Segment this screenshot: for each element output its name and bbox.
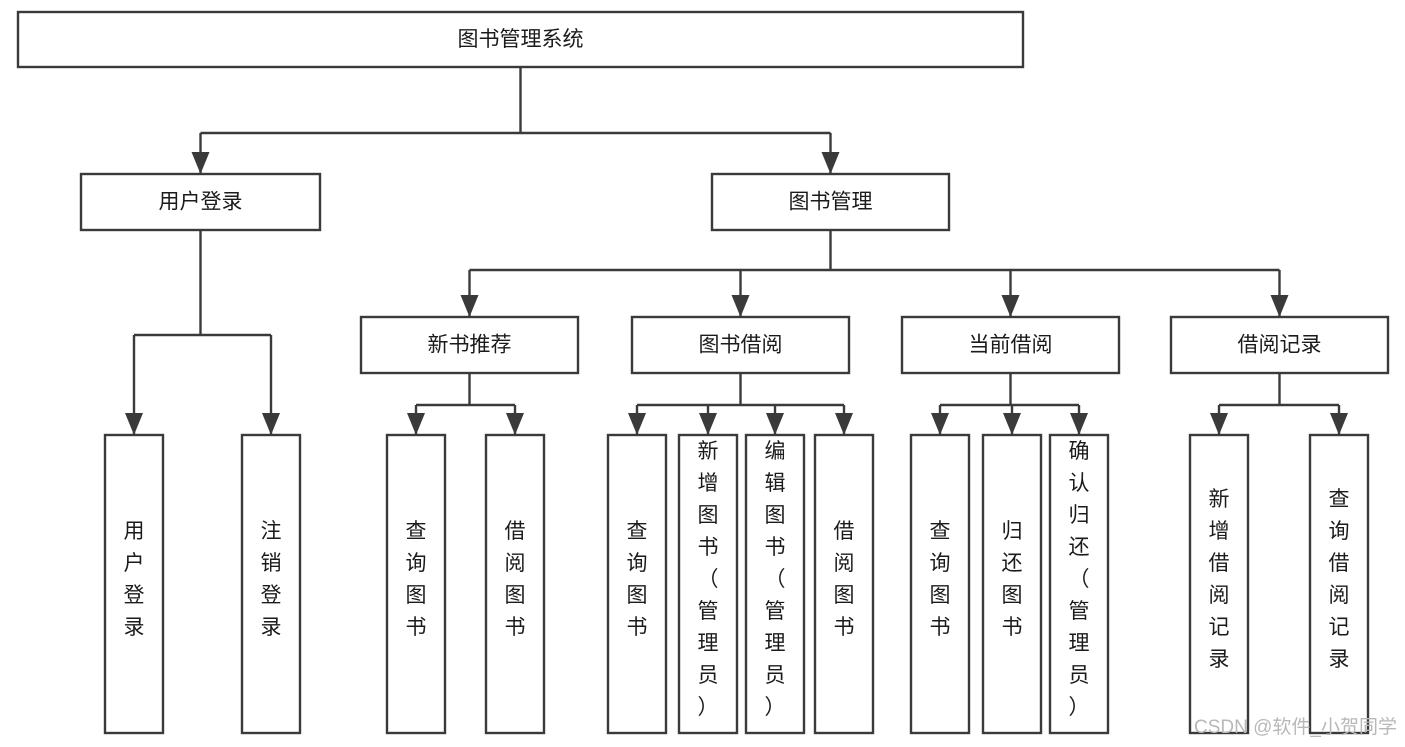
node-leaf-user-logout[interactable]: 注销登录 <box>240 433 302 735</box>
connector-current-borrow-to-leaves <box>931 373 1088 435</box>
connector-book-manage-to-level2 <box>460 230 1289 317</box>
node-current-borrow[interactable]: 当前借阅 <box>900 315 1121 375</box>
node-box-book-borrow[interactable] <box>630 315 851 375</box>
node-leaf-add-book[interactable]: 新增图书（管理员） <box>677 433 739 735</box>
arrow-head-to-leaf-query-book-rec <box>407 413 425 435</box>
arrow-head-to-leaf-add-book <box>699 413 717 435</box>
arrow-head-to-leaf-add-record <box>1210 413 1228 435</box>
node-label-current-borrow: 当前借阅 <box>969 334 1053 357</box>
arrow-head-to-leaf-borrow-book <box>835 413 853 435</box>
node-label-leaf-edit-book: 编辑图书（管理员） <box>765 440 786 719</box>
node-root[interactable]: 图书管理系统 <box>16 10 1025 69</box>
node-label-leaf-borrow-book: 借阅图书 <box>834 520 855 639</box>
arrow-head-to-book-manage <box>821 152 840 174</box>
node-box-borrow-record[interactable] <box>1169 315 1390 375</box>
node-leaf-return-book[interactable]: 归还图书 <box>981 433 1043 735</box>
node-leaf-add-record[interactable]: 新增借阅记录 <box>1188 433 1250 735</box>
arrow-head-to-new-book-rec <box>460 295 479 317</box>
csdn-watermark: CSDN @软件_小贺同学 <box>1194 716 1397 738</box>
node-boxes-layer: 图书管理系统用户登录图书管理新书推荐图书借阅当前借阅借阅记录用户登录注销登录查询… <box>16 10 1390 735</box>
node-box-leaf-user-login[interactable] <box>103 433 165 735</box>
node-leaf-confirm-return[interactable]: 确认归还（管理员） <box>1048 433 1110 735</box>
node-box-leaf-query-record[interactable] <box>1308 433 1370 735</box>
node-box-leaf-confirm-return[interactable] <box>1048 433 1110 735</box>
node-new-book-rec[interactable]: 新书推荐 <box>359 315 580 375</box>
node-label-leaf-query-book-rec: 查询图书 <box>406 520 427 639</box>
node-label-leaf-return-book: 归还图书 <box>1002 520 1023 639</box>
connector-book-borrow-to-leaves <box>628 373 853 435</box>
node-box-leaf-add-book[interactable] <box>677 433 739 735</box>
node-leaf-edit-book[interactable]: 编辑图书（管理员） <box>744 433 806 735</box>
node-box-leaf-borrow-book[interactable] <box>813 433 875 735</box>
arrow-head-to-leaf-query-book-current <box>931 413 949 435</box>
node-box-book-manage[interactable] <box>710 172 951 232</box>
arrow-head-to-leaf-return-book <box>1003 413 1021 435</box>
node-label-leaf-user-login: 用户登录 <box>124 520 145 639</box>
node-leaf-borrow-book[interactable]: 借阅图书 <box>813 433 875 735</box>
arrow-head-to-leaf-confirm-return <box>1070 413 1088 435</box>
node-label-leaf-borrow-book-rec: 借阅图书 <box>505 520 526 639</box>
node-leaf-user-login[interactable]: 用户登录 <box>103 433 165 735</box>
node-box-current-borrow[interactable] <box>900 315 1121 375</box>
node-label-leaf-query-book-current: 查询图书 <box>930 520 951 639</box>
arrow-head-to-leaf-query-book-borrow <box>628 413 646 435</box>
node-box-leaf-query-book-rec[interactable] <box>385 433 447 735</box>
connector-lines-layer <box>125 67 1348 435</box>
node-label-book-manage: 图书管理 <box>789 191 873 214</box>
node-box-new-book-rec[interactable] <box>359 315 580 375</box>
node-box-leaf-add-record[interactable] <box>1188 433 1250 735</box>
node-box-leaf-edit-book[interactable] <box>744 433 806 735</box>
arrow-head-to-leaf-borrow-book-rec <box>506 413 524 435</box>
node-user-login[interactable]: 用户登录 <box>79 172 322 232</box>
node-box-user-login[interactable] <box>79 172 322 232</box>
node-label-borrow-record: 借阅记录 <box>1238 334 1322 357</box>
node-box-leaf-query-book-borrow[interactable] <box>606 433 668 735</box>
connector-borrow-record-to-leaves <box>1210 373 1348 435</box>
connector-new-book-rec-to-leaves <box>407 373 524 435</box>
arrow-head-to-borrow-record <box>1270 295 1289 317</box>
node-label-user-login: 用户登录 <box>159 191 243 214</box>
arrow-head-to-leaf-edit-book <box>766 413 784 435</box>
node-box-leaf-query-book-current[interactable] <box>909 433 971 735</box>
node-box-leaf-borrow-book-rec[interactable] <box>484 433 546 735</box>
arrow-head-to-book-borrow <box>731 295 750 317</box>
node-leaf-query-book-current[interactable]: 查询图书 <box>909 433 971 735</box>
connector-user-login-to-leaves <box>125 230 280 435</box>
arrow-head-to-leaf-user-logout <box>262 413 280 435</box>
node-borrow-record[interactable]: 借阅记录 <box>1169 315 1390 375</box>
node-leaf-query-record[interactable]: 查询借阅记录 <box>1308 433 1370 735</box>
node-label-new-book-rec: 新书推荐 <box>428 334 512 357</box>
node-box-leaf-user-logout[interactable] <box>240 433 302 735</box>
node-leaf-query-book-borrow[interactable]: 查询图书 <box>606 433 668 735</box>
node-label-leaf-query-book-borrow: 查询图书 <box>627 520 648 639</box>
node-book-manage[interactable]: 图书管理 <box>710 172 951 232</box>
node-label-leaf-add-record: 新增借阅记录 <box>1209 488 1230 671</box>
connector-root-to-level1 <box>191 67 840 174</box>
node-leaf-query-book-rec[interactable]: 查询图书 <box>385 433 447 735</box>
node-box-root[interactable] <box>16 10 1025 69</box>
arrow-head-to-user-login <box>191 152 210 174</box>
node-label-leaf-confirm-return: 确认归还（管理员） <box>1069 440 1090 719</box>
node-book-borrow[interactable]: 图书借阅 <box>630 315 851 375</box>
node-label-leaf-add-book: 新增图书（管理员） <box>698 440 719 719</box>
node-leaf-borrow-book-rec[interactable]: 借阅图书 <box>484 433 546 735</box>
node-label-root: 图书管理系统 <box>458 28 584 51</box>
arrow-head-to-current-borrow <box>1001 295 1020 317</box>
node-box-leaf-return-book[interactable] <box>981 433 1043 735</box>
arrow-head-to-leaf-user-login <box>125 413 143 435</box>
node-label-book-borrow: 图书借阅 <box>699 334 783 357</box>
node-label-leaf-query-record: 查询借阅记录 <box>1329 488 1350 671</box>
arrow-head-to-leaf-query-record <box>1330 413 1348 435</box>
node-label-leaf-user-logout: 注销登录 <box>261 520 282 639</box>
